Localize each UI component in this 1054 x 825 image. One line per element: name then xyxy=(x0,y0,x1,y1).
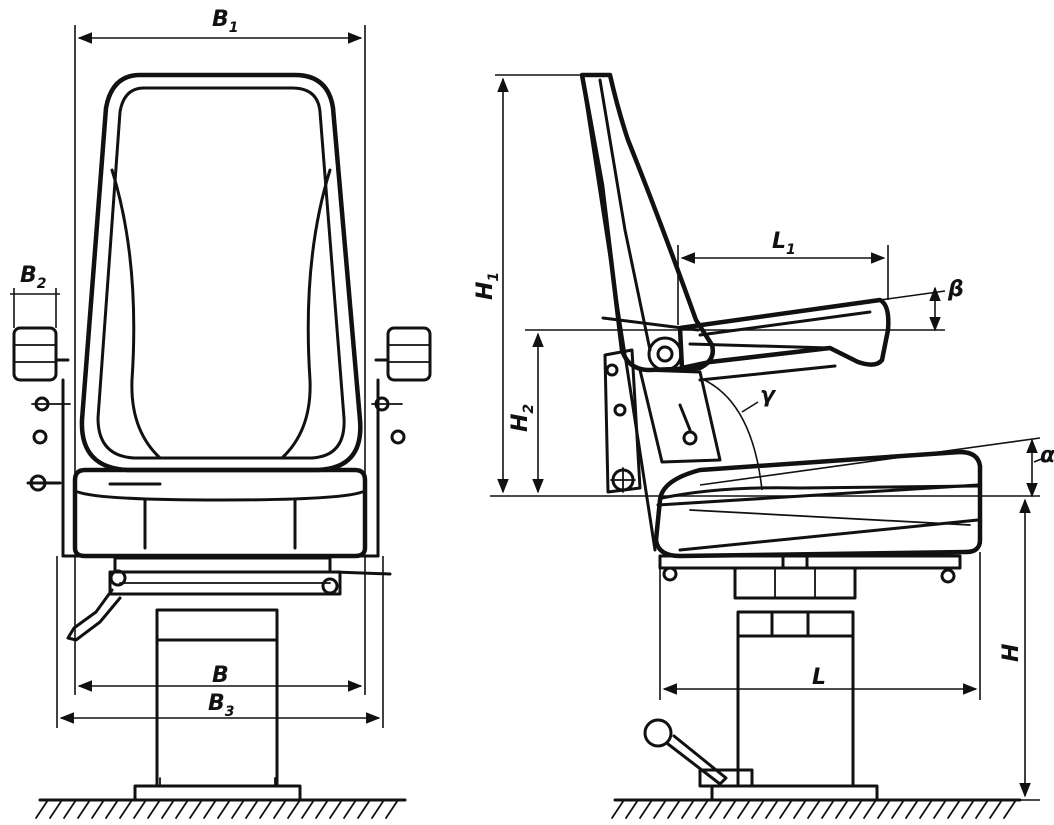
front-seat-cushion xyxy=(72,467,368,559)
side-pedestal xyxy=(710,610,879,802)
label-b: B xyxy=(212,663,229,688)
label-gamma: γ xyxy=(760,383,777,408)
side-view: H1 H2 H L1 xyxy=(473,72,1054,819)
side-backrest xyxy=(579,72,715,552)
side-ground xyxy=(611,798,1022,819)
label-b2: B2 xyxy=(20,263,47,292)
dim-b2: B2 xyxy=(10,263,60,328)
dim-h2: H2 xyxy=(508,332,544,494)
dim-alpha: α xyxy=(1026,438,1054,498)
label-b1: B1 xyxy=(212,7,239,36)
side-suspension xyxy=(658,554,962,600)
label-h1: H1 xyxy=(473,272,502,300)
dim-l: L xyxy=(659,552,981,700)
label-h: H xyxy=(999,644,1024,662)
dim-l1: L1 xyxy=(677,229,889,325)
label-alpha: α xyxy=(1040,443,1054,468)
front-view: B1 B2 B B3 xyxy=(10,7,432,819)
side-hinge-bracket xyxy=(603,336,722,494)
front-ground xyxy=(35,798,407,819)
side-reference-lines xyxy=(490,74,1041,801)
label-l1: L1 xyxy=(772,229,796,258)
side-seat-cushion xyxy=(653,449,983,559)
side-armrest xyxy=(677,297,891,382)
front-suspension xyxy=(66,556,392,642)
dim-gamma: γ xyxy=(699,377,777,491)
dim-b1: B1 xyxy=(74,7,366,478)
label-l: L xyxy=(812,665,826,690)
dim-b3: B3 xyxy=(56,556,384,728)
dim-h1: H1 xyxy=(473,77,509,494)
label-h2: H2 xyxy=(508,404,537,432)
dim-beta: β xyxy=(929,277,964,332)
label-beta: β xyxy=(947,277,964,302)
dim-h: H xyxy=(999,498,1031,798)
front-armrest-left xyxy=(12,326,71,492)
front-backrest xyxy=(79,72,363,473)
label-b3: B3 xyxy=(208,691,235,720)
dim-b: B xyxy=(74,556,366,695)
side-height-lever xyxy=(643,718,754,788)
front-armrest-right xyxy=(371,326,432,445)
